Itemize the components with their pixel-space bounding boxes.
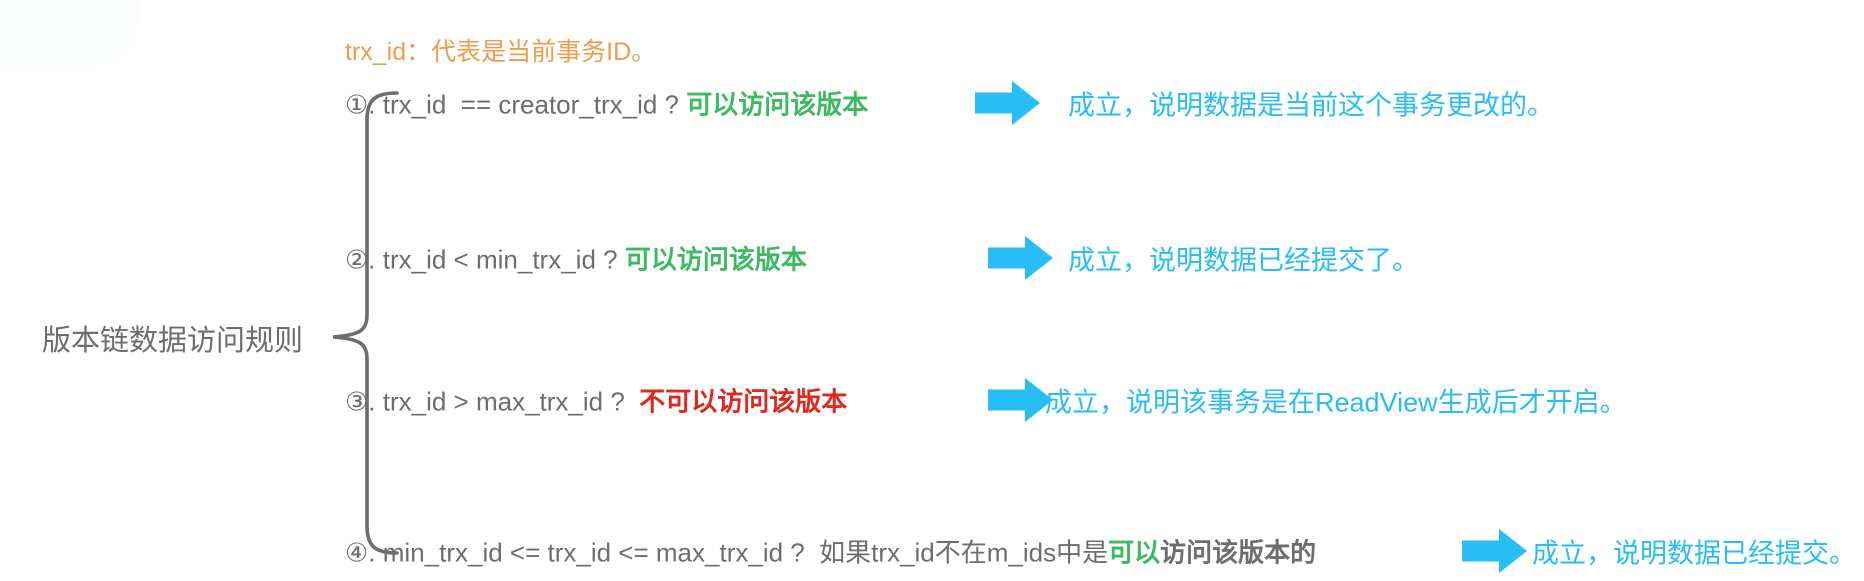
right-arrow-icon <box>988 378 1053 422</box>
rule-2-verdict: 可以访问该版本 <box>624 244 807 275</box>
right-arrow-icon <box>975 81 1040 125</box>
trx-id-note: trx_id：代表是当前事务ID。 <box>345 38 657 66</box>
rule-2-statement: ②. trx_id < min_trx_id ? 可以访问该版本 <box>345 240 807 277</box>
rule-3-verdict: 不可以访问该版本 <box>639 386 848 417</box>
rule-3-result: 成立，说明该事务是在ReadView生成后才开启。 <box>1045 387 1627 418</box>
rule-4-condition: ④. min_trx_id <= trx_id <= max_trx_id ? … <box>345 537 1109 568</box>
right-arrow-shape <box>975 81 1040 125</box>
rule-2-condition: ②. trx_id < min_trx_id ? <box>345 244 625 275</box>
rule-4-result: 成立，说明数据已经提交。 <box>1532 538 1856 569</box>
right-arrow-shape <box>988 236 1053 280</box>
rule-row-3: ③. trx_id > max_trx_id ? 不可以访问该版本 成立，说明该… <box>0 377 1864 423</box>
rule-row-2: ②. trx_id < min_trx_id ? 可以访问该版本 成立，说明数据… <box>0 235 1864 281</box>
rule-1-statement: ①. trx_id == creator_trx_id ? 可以访问该版本 <box>345 85 868 122</box>
right-arrow-icon <box>1462 529 1527 573</box>
right-arrow-icon <box>988 236 1053 280</box>
right-arrow-shape <box>988 378 1053 422</box>
curly-brace-path <box>332 91 399 555</box>
rule-1-result: 成立，说明数据是当前这个事务更改的。 <box>1068 90 1554 121</box>
rule-4-suffix: 访问该版本的 <box>1160 537 1317 568</box>
rule-4-verdict: 可以 <box>1108 537 1161 568</box>
rule-1-condition: ①. trx_id == creator_trx_id ? <box>345 89 687 120</box>
rule-3-statement: ③. trx_id > max_trx_id ? 不可以访问该版本 <box>345 382 847 419</box>
diagram-title: 版本链数据访问规则 <box>42 325 304 357</box>
rule-row-4: ④. min_trx_id <= trx_id <= max_trx_id ? … <box>0 528 1864 574</box>
rule-1-verdict: 可以访问该版本 <box>686 89 869 120</box>
rule-3-condition: ③. trx_id > max_trx_id ? <box>345 386 640 417</box>
corner-highlight-blob <box>0 0 138 66</box>
curly-brace-icon <box>332 91 399 555</box>
rule-4-statement: ④. min_trx_id <= trx_id <= max_trx_id ? … <box>345 533 1316 570</box>
right-arrow-shape <box>1462 529 1527 573</box>
rule-2-result: 成立，说明数据已经提交了。 <box>1068 245 1419 276</box>
rule-row-1: ①. trx_id == creator_trx_id ? 可以访问该版本 成立… <box>0 80 1864 126</box>
